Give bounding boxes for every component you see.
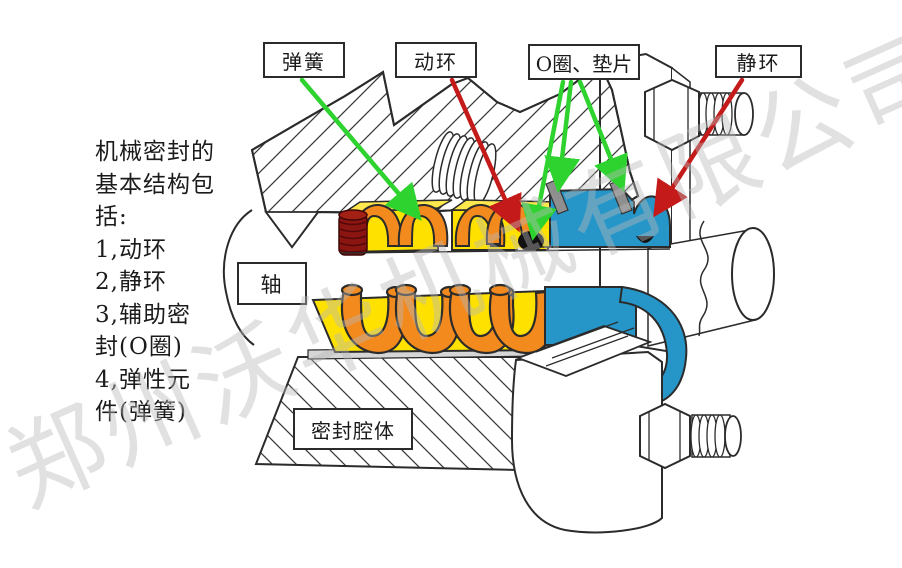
note-line: 机械密封的 [95, 139, 215, 165]
arrow-gasket-left [544, 79, 581, 193]
note-line: 基本结构包 [95, 171, 215, 198]
spring-coil-lower [340, 283, 555, 355]
note-line: 件(弹簧) [95, 399, 187, 425]
label-stationary-ring: 静环 [715, 45, 802, 78]
arrow-stationary-ring [653, 77, 745, 218]
shaft-break-line [698, 220, 709, 337]
gland-corner-face [515, 325, 653, 377]
note-line: 4,弹性元 [95, 366, 191, 393]
note-line: 2,静环 [95, 269, 167, 295]
arrow-rotating-ring [449, 77, 522, 233]
housing-notch [264, 211, 320, 249]
ring-notch [636, 236, 654, 243]
label-spring: 弹簧 [263, 42, 345, 78]
label-shaft: 轴 [237, 262, 307, 305]
note-line: 封(O圈) [95, 334, 183, 360]
arrow-spring [299, 77, 422, 221]
structure-note: 机械密封的 基本结构包 括: 1,动环 2,静环 3,辅助密 封(O圈) 4,弹… [95, 136, 245, 429]
note-line: 1,动环 [95, 236, 167, 263]
note-line: 括: [95, 204, 128, 230]
arrow-gasket-right [577, 79, 628, 193]
shaft-break-left [222, 209, 255, 346]
stationary-ring-upper [549, 187, 671, 248]
note-line: 3,辅助密 [95, 301, 191, 328]
label-seal-chamber: 密封腔体 [293, 408, 413, 450]
label-oring-gasket: O圈、垫片 [528, 44, 640, 80]
bolt-top [644, 78, 754, 152]
leader-arrows [299, 77, 745, 241]
bolt-bottom [639, 402, 742, 470]
drive-pin [338, 209, 368, 256]
gland-flange [510, 321, 663, 534]
shaft-surface-line [339, 248, 671, 254]
label-rotating-ring: 动环 [395, 42, 477, 78]
